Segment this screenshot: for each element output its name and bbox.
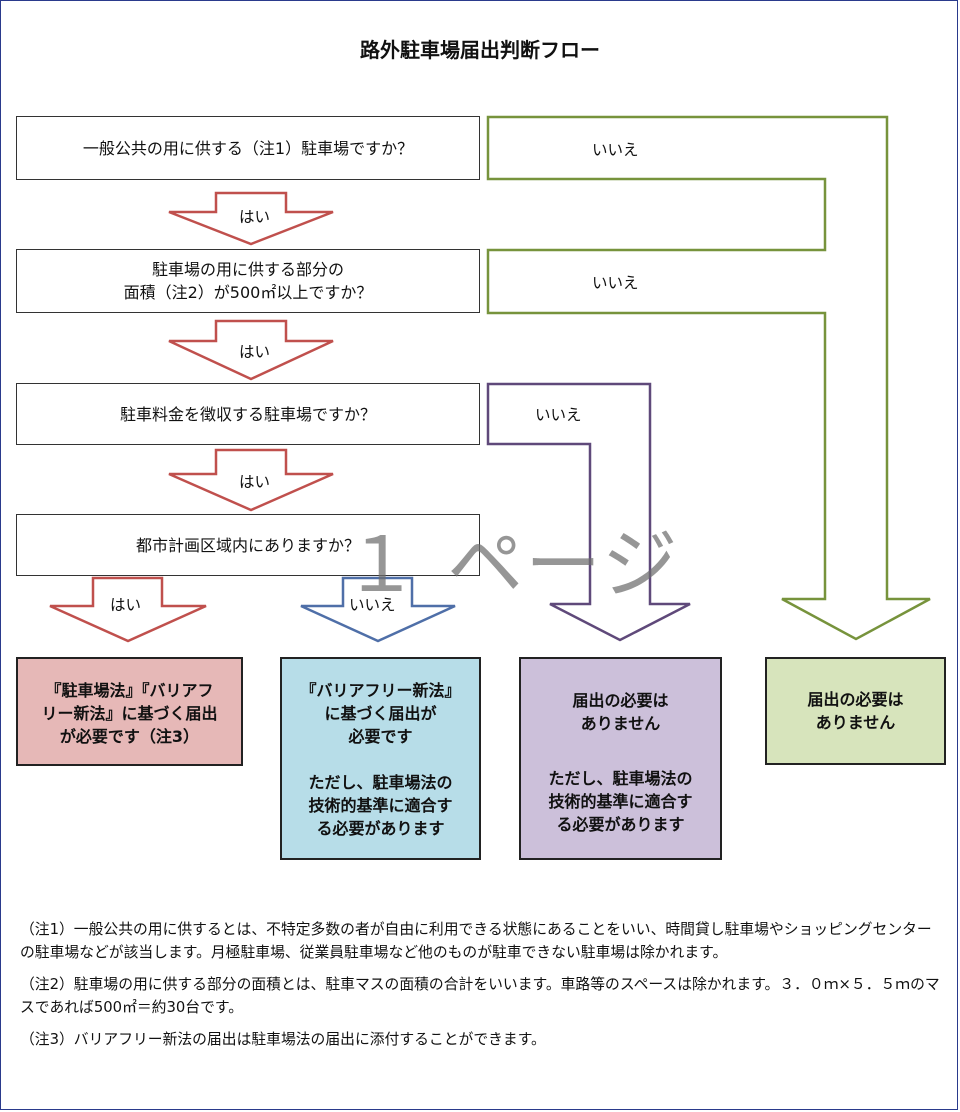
result-2-line-2: に基づく届出が [324,704,437,723]
no-label-2: いいえ [592,274,639,292]
no-arrow-purple [486,382,691,642]
result-2-line-1: 『バリアフリー新法』 [300,681,461,700]
yes-arrow-2 [168,319,334,381]
result-2-line-7: る必要があります [316,819,445,838]
result-box-not-required-purple: 届出の必要は ありません ただし、駐車場法の 技術的基準に適合す る必要がありま… [519,657,722,860]
question-box-2: 駐車場の用に供する部分の 面積（注2）が500㎡以上ですか？ [16,249,480,313]
result-3-line-1: 届出の必要は [572,691,669,710]
no-arrow-green [486,115,931,641]
result-1-line-2: リー新法』に基づく届出 [41,704,218,723]
result-box-barrier-free: 『バリアフリー新法』 に基づく届出が 必要です ただし、駐車場法の 技術的基準に… [280,657,481,860]
yes-label-1: はい [239,208,271,226]
question-box-1: 一般公共の用に供する（注1）駐車場ですか？ [16,116,480,180]
result-3-line-6: る必要があります [556,815,685,834]
question-box-4: 都市計画区域内にありますか？ [16,514,480,576]
note-1: （注1）一般公共の用に供するとは、不特定多数の者が自由に利用できる状態にあること… [20,921,932,961]
question-3-line-1: 駐車料金を徴収する駐車場ですか？ [119,404,376,424]
no-label-4: いいえ [349,596,396,614]
note-2: （注2）駐車場の用に供する部分の面積とは、駐車マスの面積の合計をいいます。車路等… [20,976,940,1016]
question-1-line-1: 一般公共の用に供する（注1）駐車場ですか？ [82,138,414,158]
result-2-line-5: ただし、駐車場法の [308,773,453,792]
result-box-notification-both: 『駐車場法』『バリアフ リー新法』に基づく届出 が必要です（注3） [16,657,243,766]
question-4-line-1: 都市計画区域内にありますか？ [135,535,360,555]
yes-label-2: はい [239,343,271,361]
question-2-line-1: 駐車場の用に供する部分の [151,260,344,279]
yes-arrow-4 [49,576,207,643]
result-3-line-2: ありません [580,714,661,733]
result-2-line-6: 技術的基準に適合す [308,796,453,815]
result-3-line-4: ただし、駐車場法の [548,769,693,788]
yes-arrow-3 [168,448,334,512]
result-4-line-2: ありません [815,713,896,732]
yes-label-3: はい [239,473,271,491]
yes-arrow-1 [168,191,334,246]
yes-label-4: はい [110,596,142,614]
result-4-line-1: 届出の必要は [807,690,904,709]
note-3: （注3）バリアフリー新法の届出は駐車場法の届出に添付することができます。 [20,1031,546,1048]
no-arrow-blue [300,576,456,643]
result-3-spacer [521,735,720,767]
notes-section: （注1）一般公共の用に供するとは、不特定多数の者が自由に利用できる状態にあること… [20,918,945,1060]
result-1-line-1: 『駐車場法』『バリアフ [45,681,214,700]
result-1-line-3: が必要です（注3） [59,727,200,746]
result-3-line-5: 技術的基準に適合す [548,792,693,811]
no-label-1: いいえ [592,141,639,159]
question-2-line-2: 面積（注2）が500㎡以上ですか？ [123,283,373,302]
page-title: 路外駐車場届出判断フロー [360,38,600,62]
question-box-3: 駐車料金を徴収する駐車場ですか？ [16,383,480,445]
result-2-spacer [282,748,479,771]
no-label-3: いいえ [535,406,582,424]
result-box-not-required-green: 届出の必要は ありません [765,657,946,765]
result-2-line-3: 必要です [348,727,413,746]
